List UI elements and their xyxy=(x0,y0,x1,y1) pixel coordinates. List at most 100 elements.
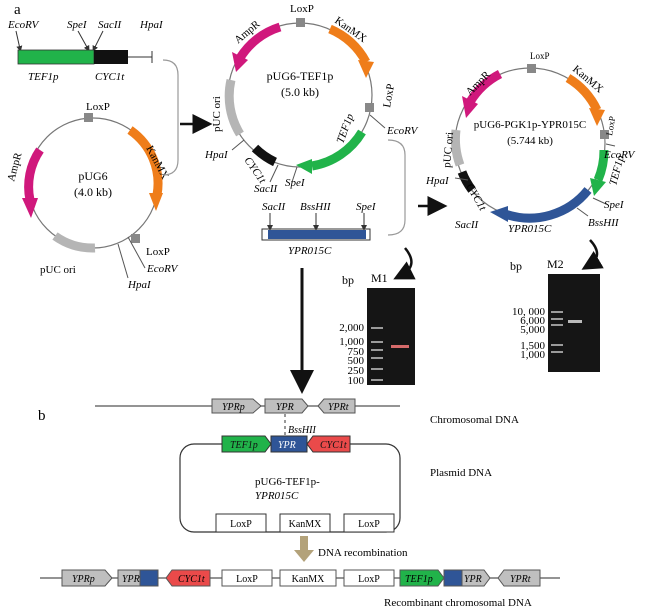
plasmid-cyc1t-block xyxy=(306,435,351,453)
pgk1p-plasmid-name: pUG6-PGK1p-YPR015C xyxy=(474,119,586,131)
tef1p-plasmid-sacii-label: SacII xyxy=(254,183,279,195)
pug6-ecorv-label: EcoRV xyxy=(146,263,179,275)
ypr-sacii-label: SacII xyxy=(262,201,287,213)
rec-loxp1-block xyxy=(221,569,273,587)
pgk1p-plasmid-loxp-right xyxy=(600,130,609,139)
tef1p-plasmid-tef1p-head xyxy=(296,159,312,174)
pgk1p-plasmid-kanmx xyxy=(565,74,602,113)
pug6-hpai-label: HpaI xyxy=(127,279,152,291)
pgk1p-plasmid-ypr015c-label: YPR015C xyxy=(508,223,552,235)
chrom-yprt-label: YPRt xyxy=(328,402,349,413)
gel-m2-ladder-bands xyxy=(551,311,563,353)
sacii-site-label: SacII xyxy=(98,19,123,31)
tef1p-plasmid-loxp-right xyxy=(365,103,374,112)
pgk1p-plasmid-loxp-top xyxy=(527,64,536,73)
plasmid-ypr-label: YPR xyxy=(278,440,296,451)
pug6-loxp-right-label: LoxP xyxy=(146,246,170,258)
tef1p-plasmid-hpai-label: HpaI xyxy=(204,149,229,161)
plasmid-dna: TEF1p YPR CYC1t pUG6-TEF1p- YPR015C Plas… xyxy=(179,435,492,533)
pug6-ori-label: pUC ori xyxy=(40,264,76,276)
plasmid-name-line1: pUG6-TEF1p- xyxy=(255,476,320,488)
ypr-fragment-label: YPR015C xyxy=(288,245,332,257)
rec-kanmx-label: KanMX xyxy=(292,574,326,585)
gel-m2-sample-band xyxy=(568,320,582,323)
rec-kanmx-block xyxy=(279,569,337,587)
panel-b-label: b xyxy=(38,408,46,424)
gel-m1-band xyxy=(371,327,383,329)
cyc1t-label: CYC1t xyxy=(95,71,125,83)
gel-m2-bp-label: bp xyxy=(510,259,522,273)
tef1p-plasmid-ori xyxy=(224,78,244,137)
recombinant-label: Recombinant chromosomal DNA xyxy=(384,597,532,609)
spei-site-label: SpeI xyxy=(67,19,88,31)
pug6-ori-arc xyxy=(52,232,96,253)
chromosome-label: Chromosomal DNA xyxy=(430,414,519,426)
tef1p-block xyxy=(17,49,95,65)
hpai-site-label: HpaI xyxy=(139,19,164,31)
tef1p-plasmid-spei-label: SpeI xyxy=(285,177,306,189)
chrom-ypr-label: YPR xyxy=(276,402,294,413)
bracket-right xyxy=(387,139,406,236)
pug6-name: pUG6 xyxy=(78,169,107,183)
chrom-yprp-label: YPRp xyxy=(222,402,245,413)
rec-yprp-label: YPRp xyxy=(72,574,95,585)
tef1p-plasmid-kanmx-head xyxy=(358,60,374,78)
plasmid-tef1p-label: TEF1p xyxy=(230,440,258,451)
gel-m2-band xyxy=(551,351,563,353)
plasmid-dna-label: Plasmid DNA xyxy=(430,467,492,479)
plasmid-name-line2: YPR015C xyxy=(255,490,299,502)
curved-arrow-m1 xyxy=(393,247,416,280)
pgk1p-plasmid-sacii-label: SacII xyxy=(455,219,480,231)
tef1p-plasmid-ampr-head xyxy=(232,52,248,72)
gel-m1-band xyxy=(371,357,383,359)
ypr-bsshii-label: BssHII xyxy=(300,201,332,213)
pgk1p-plasmid-bsshii-label: BssHII xyxy=(588,217,620,229)
gel-m2-ladder-label: 1,000 xyxy=(520,349,545,361)
gel-m1-image xyxy=(367,288,415,385)
tef1p-plasmid-ori-label: pUC ori xyxy=(211,96,223,132)
tef1p-plasmid-ampr xyxy=(236,22,282,61)
rec-yprp-gene xyxy=(61,569,113,587)
rec-loxp1-label: LoxP xyxy=(236,574,258,585)
tef1-fragment: EcoRV SpeI SacII HpaI TEF1p CYC1t xyxy=(7,19,164,83)
pgk1p-plasmid-kanmx-head xyxy=(589,108,605,126)
recombination-arrow-head xyxy=(294,550,314,562)
recombination-arrow-shaft xyxy=(300,536,308,550)
pug6-hpai-tick xyxy=(117,243,129,279)
cyc1t-block xyxy=(94,50,128,64)
pug6-loxp-top xyxy=(84,113,93,122)
pug6-ampr-label: AmpR xyxy=(5,151,24,183)
pgk1p-plasmid-size: (5.744 kb) xyxy=(507,135,553,147)
pgk1p-plasmid-bsshii-tick xyxy=(576,207,589,217)
sacii-arrow xyxy=(92,30,104,52)
gel-m1-ladder-label: 250 xyxy=(348,365,365,377)
pug6-loxp-right xyxy=(131,234,140,243)
pgk1p-plasmid-ecorv-label: EcoRV xyxy=(603,149,636,161)
plasmid-loxp-left-label: LoxP xyxy=(230,519,252,530)
tef1p-plasmid-loxp-top-label: LoxP xyxy=(290,3,314,15)
tef1p-plasmid-cyc1t xyxy=(251,144,278,167)
tef1p-label: TEF1p xyxy=(28,71,59,83)
pgk1p-plasmid-spei-tick xyxy=(592,197,607,205)
chrom-ypr-gene xyxy=(264,398,309,414)
rec-tef1p-label: TEF1p xyxy=(405,574,433,585)
gel-m1-ladder-label: 100 xyxy=(348,375,365,387)
bsshii-label: BssHII xyxy=(288,425,316,436)
gel-m1-band xyxy=(371,349,383,351)
rec-loxp2-block xyxy=(343,569,395,587)
pug6-kanmx-head xyxy=(149,193,163,211)
rec-ypr1-blue xyxy=(139,569,159,587)
plasmid-loxp-right-label: LoxP xyxy=(358,519,380,530)
tef1p-plasmid-sacii-tick xyxy=(269,164,279,183)
gel-m1-bp-label: bp xyxy=(342,273,354,287)
ypr-fragment-block xyxy=(268,230,366,239)
rec-ypr1-label: YPR xyxy=(122,574,140,585)
rec-cyc1t-block xyxy=(165,569,211,587)
pgk1p-plasmid-tef1p xyxy=(593,149,609,182)
gel-m1: bp M1 2,000 1,000 750 500 250 100 xyxy=(339,271,415,387)
gel-m1-ladder-label: 2,000 xyxy=(339,322,364,334)
gel-m1-ladder-label: 750 xyxy=(348,346,365,358)
ypr015c-fragment: SacII BssHII SpeI YPR015C xyxy=(261,201,377,257)
pgk1p-plasmid-ypr015c xyxy=(503,187,592,223)
gel-m2: bp M2 10, 000 6,000 5,000 1,500 1,000 xyxy=(510,257,600,372)
